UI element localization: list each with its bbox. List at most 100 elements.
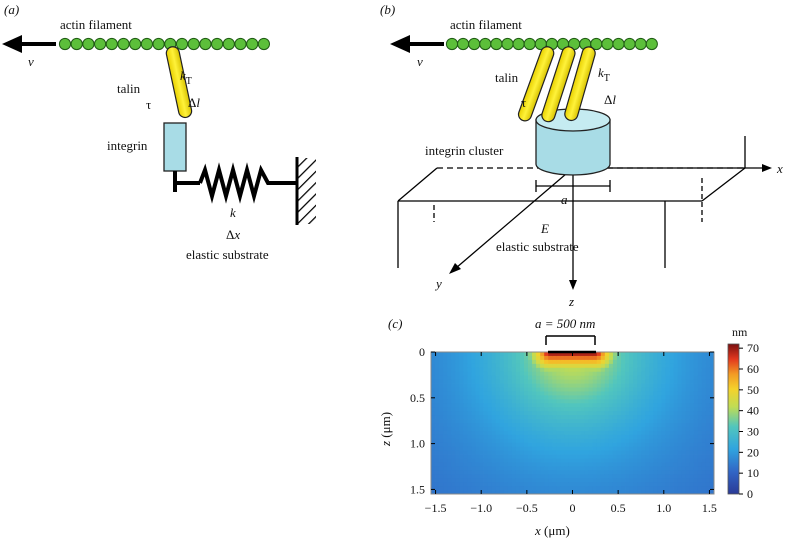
heatmap-cell bbox=[447, 434, 452, 440]
heatmap-cell bbox=[451, 430, 456, 436]
heatmap-cell bbox=[479, 352, 484, 357]
heatmap-cell bbox=[431, 379, 436, 384]
heatmap-cell bbox=[544, 442, 549, 448]
heatmap-cell bbox=[673, 442, 679, 448]
heatmap-cell bbox=[487, 446, 493, 452]
heatmap-cell bbox=[653, 474, 658, 479]
heatmap-cell bbox=[701, 371, 707, 377]
heatmap-cell bbox=[540, 434, 545, 440]
heatmap-cell bbox=[540, 352, 545, 357]
heatmap-cell bbox=[455, 430, 460, 436]
heatmap-cell bbox=[600, 430, 606, 436]
heatmap-cell bbox=[677, 478, 683, 483]
heatmap-cell bbox=[439, 434, 444, 440]
heatmap-cell bbox=[471, 430, 476, 436]
substrate-label-a: elastic substrate bbox=[186, 247, 269, 262]
heatmap-cell bbox=[487, 371, 493, 377]
heatmap-cell bbox=[669, 411, 674, 416]
heatmap-cell bbox=[532, 359, 537, 365]
heatmap-cell bbox=[483, 415, 488, 420]
heatmap-cell bbox=[532, 407, 537, 412]
heatmap-cell bbox=[483, 407, 488, 412]
heatmap-cell bbox=[556, 407, 561, 412]
heatmap-cell bbox=[475, 359, 480, 365]
heatmap-cell bbox=[552, 411, 557, 416]
heatmap-cell bbox=[532, 383, 537, 388]
heatmap-cell bbox=[697, 430, 703, 436]
heatmap-cell bbox=[580, 367, 586, 373]
heatmap-cell bbox=[552, 367, 557, 373]
heatmap-cell bbox=[576, 470, 581, 475]
heatmap-cell bbox=[540, 411, 545, 416]
heatmap-cell bbox=[693, 470, 699, 475]
heatmap-cell bbox=[588, 470, 594, 475]
heatmap-cell bbox=[596, 415, 602, 420]
heatmap-cell bbox=[689, 450, 695, 455]
heatmap-cell bbox=[629, 352, 634, 357]
heatmap-cell bbox=[693, 478, 699, 483]
heatmap-cell bbox=[596, 462, 602, 467]
heatmap-cell bbox=[552, 355, 557, 361]
heatmap-cell bbox=[503, 490, 509, 495]
heatmap-cell bbox=[471, 462, 476, 467]
heatmap-cell bbox=[633, 411, 638, 416]
heatmap-cell bbox=[455, 426, 460, 432]
heatmap-cell bbox=[544, 462, 549, 467]
heatmap-cell bbox=[463, 407, 468, 412]
heatmap-cell bbox=[661, 482, 666, 487]
heatmap-cell bbox=[447, 423, 452, 428]
heatmap-cell bbox=[669, 458, 674, 463]
heatmap-cell bbox=[523, 403, 529, 408]
heatmap-cell bbox=[645, 415, 650, 420]
heatmap-cell bbox=[552, 387, 557, 392]
heatmap-cell bbox=[439, 423, 444, 428]
heatmap-cell bbox=[705, 387, 711, 392]
heatmap-cell bbox=[625, 387, 630, 392]
heatmap-cell bbox=[612, 474, 618, 479]
heatmap-cell bbox=[511, 387, 517, 392]
heatmap-cell bbox=[532, 426, 537, 432]
heatmap-cell bbox=[608, 474, 614, 479]
heatmap-cell bbox=[532, 395, 537, 400]
heatmap-cell bbox=[499, 462, 505, 467]
heatmap-cell bbox=[487, 423, 493, 428]
heatmap-cell bbox=[600, 371, 606, 377]
heatmap-cell bbox=[701, 383, 707, 388]
heatmap-cell bbox=[612, 399, 618, 404]
actin-b-bead bbox=[634, 37, 647, 51]
actin-a-bead bbox=[152, 37, 165, 51]
heatmap-cell bbox=[528, 466, 533, 471]
heatmap-cell bbox=[491, 411, 497, 416]
heatmap-cell bbox=[657, 450, 662, 455]
heatmap-cell bbox=[463, 415, 468, 420]
heatmap-cell bbox=[540, 415, 545, 420]
heatmap-cell bbox=[592, 462, 598, 467]
heatmap-cell bbox=[705, 438, 711, 444]
heatmap-cell bbox=[459, 426, 464, 432]
heatmap-cell bbox=[540, 383, 545, 388]
heatmap-cell bbox=[528, 383, 533, 388]
heatmap-cell bbox=[653, 478, 658, 483]
axis-y-label: y bbox=[434, 276, 442, 291]
heatmap-cell bbox=[435, 490, 440, 495]
heatmap-cell bbox=[576, 458, 581, 463]
heatmap-cell bbox=[507, 367, 513, 373]
heatmap-cell bbox=[455, 363, 460, 369]
dl-var-b: l bbox=[612, 92, 616, 107]
heatmap-cell bbox=[447, 371, 452, 377]
heatmap-cell bbox=[705, 454, 711, 459]
heatmap-cell bbox=[471, 407, 476, 412]
heatmap-cell bbox=[499, 419, 505, 424]
heatmap-cell bbox=[499, 407, 505, 412]
heatmap-cell bbox=[616, 379, 622, 384]
heatmap-cell bbox=[443, 454, 448, 459]
heatmap-cell bbox=[568, 458, 573, 463]
heatmap-cell bbox=[491, 419, 497, 424]
heatmap-cell bbox=[592, 482, 598, 487]
heatmap-cell bbox=[677, 454, 683, 459]
kt-label-a: kT bbox=[180, 68, 192, 87]
heatmap-cell bbox=[697, 446, 703, 452]
heatmap-cell bbox=[463, 391, 468, 396]
heatmap-cell bbox=[544, 458, 549, 463]
heatmap-cell bbox=[580, 482, 586, 487]
